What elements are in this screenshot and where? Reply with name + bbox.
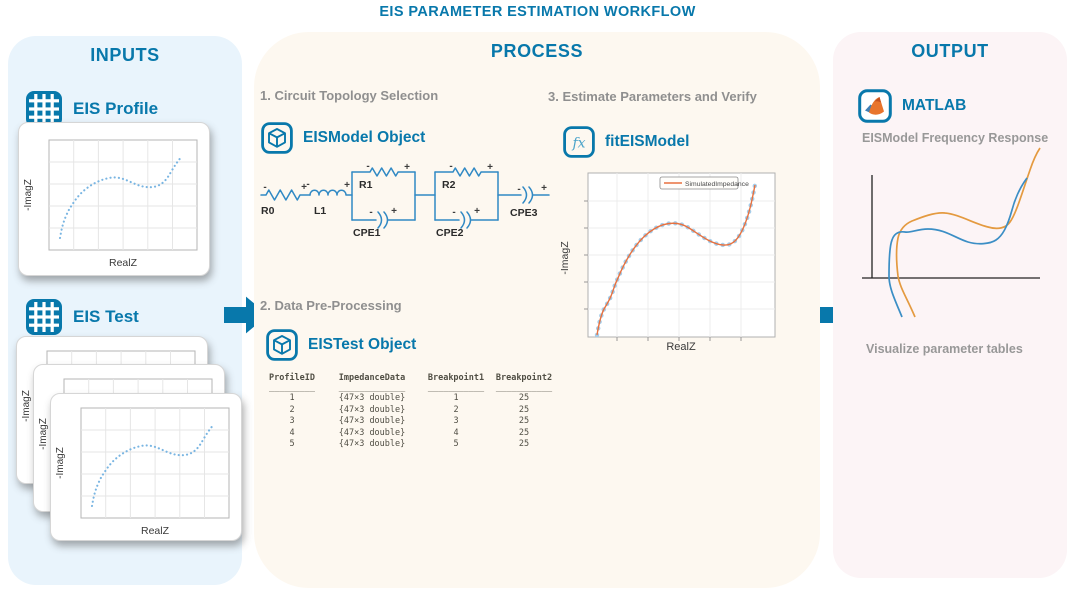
frequency-response-label: EISModel Frequency Response — [862, 131, 1049, 145]
sign: - — [517, 184, 520, 195]
eis-test-card-front: -ImagZ RealZ — [50, 393, 242, 541]
page-title: EIS PARAMETER ESTIMATION WORKFLOW — [379, 4, 696, 20]
cpe2-element — [434, 211, 499, 229]
inductor-L1 — [309, 189, 353, 196]
table-rule-row: _________ _____________ ___________ ____… — [268, 383, 553, 393]
sign: + — [541, 183, 547, 194]
fit-result-plot: SimulatedImpedance -ImagZ RealZ — [559, 172, 776, 353]
sign: - — [452, 207, 455, 218]
eis-profile-label: EIS Profile — [73, 99, 159, 118]
process-heading: PROCESS — [490, 41, 584, 61]
parallel-box1-rails — [351, 171, 416, 221]
col-header: Breakpoint2 — [495, 373, 553, 383]
col-header: ImpedanceData — [338, 373, 406, 383]
legend-label: SimulatedImpedance — [685, 181, 749, 188]
sign: - — [306, 179, 309, 190]
label-R2: R2 — [442, 179, 456, 191]
sign: - — [263, 182, 266, 193]
eistest-object-row: EISTest Object — [266, 329, 416, 361]
simulated-impedance-curve — [596, 184, 756, 336]
nyquist-plot: -ImagZ RealZ — [23, 139, 198, 269]
sign: + — [474, 206, 480, 217]
impedance-dotted-curve — [90, 422, 216, 508]
col-header: Breakpoint1 — [427, 373, 485, 383]
eis-profile-card: -ImagZ RealZ — [18, 122, 210, 276]
inputs-heading: INPUTS — [90, 45, 160, 65]
eis-test-row: EIS Test — [25, 298, 139, 336]
label-CPE2: CPE2 — [436, 227, 464, 239]
cube-object-icon — [266, 329, 298, 361]
eis-profile-row: EIS Profile — [25, 90, 158, 128]
output-heading: OUTPUT — [911, 41, 989, 61]
cpe1-element — [351, 211, 416, 229]
fiteismodel-label: fitEISModel — [605, 133, 690, 150]
y-axis-label: -ImagZ — [55, 447, 66, 479]
impedance-dotted-curve — [58, 154, 184, 240]
process-panel: PROCESS 1. Circuit Topology Selection EI… — [254, 32, 820, 588]
eismodel-row: EISModel Object — [261, 122, 425, 154]
col-header: ProfileID — [268, 373, 316, 383]
y-axis-label: -ImagZ — [38, 418, 49, 450]
parallel-box2-rails — [434, 171, 499, 221]
measured-response-curve — [888, 177, 1028, 318]
eismodel-label: EISModel Object — [303, 129, 426, 146]
x-axis-label: RealZ — [141, 525, 170, 537]
sign: - — [449, 162, 452, 172]
label-R0: R0 — [261, 205, 275, 217]
grid-table-icon — [26, 299, 62, 335]
output-panel: OUTPUT MATLAB EISModel Frequency Respons… — [833, 32, 1067, 578]
label-L1: L1 — [314, 205, 326, 217]
sign: - — [366, 162, 369, 172]
resistor-R1 — [351, 167, 416, 177]
matlab-label: MATLAB — [902, 97, 967, 114]
matlab-logo-icon — [858, 89, 892, 123]
y-axis-label: -ImagZ — [559, 241, 571, 275]
legend-box — [659, 176, 739, 190]
sign: + — [391, 206, 397, 217]
matlab-row: MATLAB — [858, 89, 966, 123]
label-CPE1: CPE1 — [353, 227, 381, 239]
cpe3-element — [497, 186, 550, 204]
inputs-panel: INPUTS EIS Profile -ImagZ Re — [8, 36, 242, 585]
grid-table-icon — [26, 91, 62, 127]
fx-function-icon: fx — [563, 126, 595, 158]
x-axis-label: RealZ — [666, 341, 696, 353]
y-axis-label: -ImagZ — [23, 179, 34, 211]
matlab-logo-shade — [874, 97, 881, 103]
sign: + — [487, 162, 493, 173]
frequency-response-plot — [862, 147, 1041, 318]
sign: + — [404, 162, 410, 173]
eis-test-label: EIS Test — [73, 307, 139, 326]
eistest-object-label: EISTest Object — [308, 336, 417, 353]
svg-text:fx: fx — [571, 136, 585, 152]
estimated-response-curve — [895, 147, 1041, 318]
label-CPE3: CPE3 — [510, 207, 538, 219]
x-axis-label: RealZ — [109, 257, 138, 269]
fiteismodel-row: fx fitEISModel — [563, 126, 689, 158]
label-R1: R1 — [359, 179, 373, 191]
step1-heading: 1. Circuit Topology Selection — [260, 88, 439, 103]
step2-heading: 2. Data Pre-Processing — [260, 298, 402, 313]
sign: + — [301, 182, 307, 193]
y-axis-label: -ImagZ — [21, 390, 32, 422]
table-header-row: ProfileID ImpedanceData Breakpoint1 Brea… — [262, 373, 558, 384]
visualize-tables-label: Visualize parameter tables — [866, 342, 1023, 356]
cube-object-icon — [261, 122, 293, 154]
step3-heading: 3. Estimate Parameters and Verify — [548, 89, 757, 104]
equivalent-circuit-diagram: -+ -+ -+ -+ -+ -+ -+ R0 L1 R1 CPE1 R2 CP… — [260, 162, 550, 239]
profile-table: ProfileID ImpedanceData Breakpoint1 Brea… — [262, 373, 558, 451]
sign: - — [369, 207, 372, 218]
resistor-R2 — [434, 167, 499, 177]
resistor-R0 — [260, 189, 311, 201]
sign: + — [344, 180, 350, 191]
